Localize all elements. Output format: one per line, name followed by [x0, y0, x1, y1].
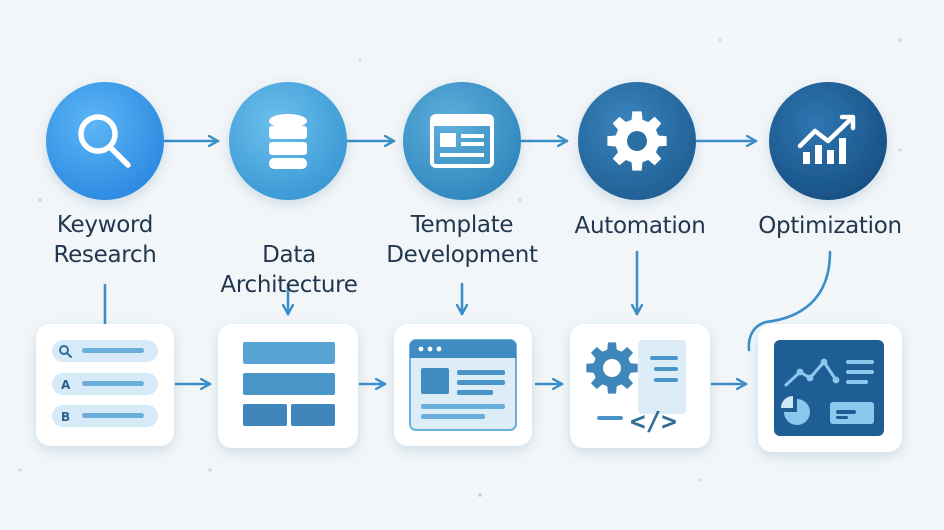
connector-optimization — [747, 250, 832, 352]
gear-icon — [586, 342, 638, 394]
search-row-label-b: B — [61, 410, 70, 424]
database-icon — [269, 114, 307, 169]
step-label-line: Development — [386, 242, 538, 268]
step-label-line: Automation — [574, 213, 706, 239]
card-keyword-research: A B — [36, 324, 174, 446]
code-glyph: </> — [630, 407, 677, 437]
step-circle-keyword-research — [46, 82, 164, 200]
analytics-dashboard-icon — [774, 340, 884, 436]
gear-hole — [603, 359, 621, 377]
step-label-line: Architecture — [220, 272, 358, 298]
step-circle-template-development — [403, 82, 521, 200]
step-label-data-architecture: Data Architecture — [194, 240, 384, 300]
step-label-line: Template — [410, 212, 514, 238]
step-label-template-development: Template Development — [367, 210, 557, 270]
search-row-label-a: A — [61, 378, 71, 392]
growth-chart-icon — [797, 114, 856, 164]
vertical-connectors — [103, 250, 832, 352]
card-template-development — [394, 324, 532, 446]
step-label-line: Data — [262, 242, 316, 268]
gear-icon — [607, 111, 667, 171]
step-label-line: Optimization — [758, 213, 902, 239]
data-table-icon — [243, 342, 335, 426]
pie-chart-icon — [784, 399, 810, 425]
template-layout-icon — [430, 114, 494, 168]
step-label-line: Keyword — [56, 212, 154, 238]
background-dots — [18, 38, 902, 497]
magnifier-icon — [78, 114, 131, 168]
card-optimization — [758, 324, 902, 452]
step-label-line: Research — [53, 242, 157, 268]
mini-search-icon — [59, 345, 72, 358]
browser-window-icon — [409, 339, 517, 431]
step-label-automation: Automation — [545, 211, 735, 241]
search-list-icon: A B — [52, 340, 158, 427]
card-automation: </> — [570, 324, 710, 448]
gear-hole — [627, 131, 647, 151]
step-circle-data-architecture — [229, 82, 347, 200]
gear-code-icon: </> — [586, 340, 686, 437]
step-label-keyword-research: Keyword Research — [10, 210, 200, 270]
step-label-optimization: Optimization — [735, 211, 925, 241]
card-data-architecture — [218, 324, 358, 448]
